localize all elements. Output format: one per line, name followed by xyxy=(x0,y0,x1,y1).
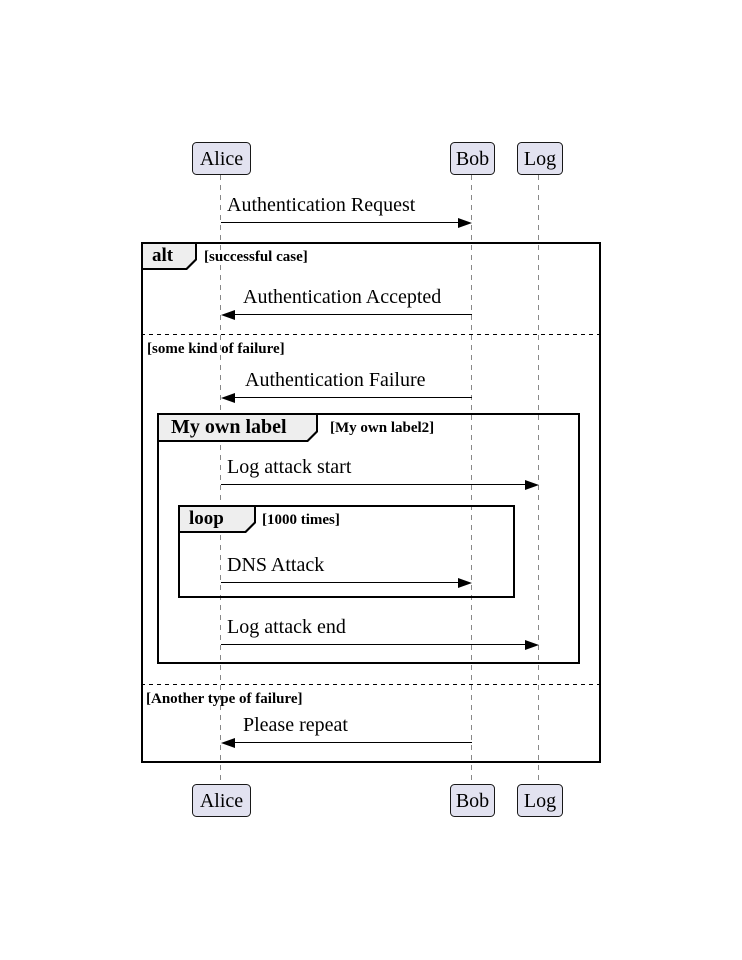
loop-operator-text: loop xyxy=(180,507,254,531)
message-line xyxy=(234,397,472,398)
participant-alice-bottom: Alice xyxy=(192,784,251,817)
participant-log-bottom: Log xyxy=(517,784,563,817)
loop-guard: [1000 times] xyxy=(262,512,340,528)
alt-guard: [successful case] xyxy=(204,249,308,265)
message-line xyxy=(221,644,526,645)
message-line xyxy=(221,222,459,223)
message-text: Authentication Request xyxy=(227,194,416,216)
arrowhead-right xyxy=(458,218,472,228)
lifeline-alice xyxy=(220,175,221,783)
lifeline-bob xyxy=(471,175,472,783)
arrowhead-left xyxy=(221,310,235,320)
arrowhead-right xyxy=(525,480,539,490)
message-line xyxy=(234,314,472,315)
participant-bob-top: Bob xyxy=(450,142,495,175)
arrowhead-right xyxy=(525,640,539,650)
alt-else-guard-2: [Another type of failure] xyxy=(146,691,303,707)
message-text: Please repeat xyxy=(243,714,348,736)
participant-bob-bottom: Bob xyxy=(450,784,495,817)
arrowhead-left xyxy=(221,738,235,748)
alt-frame xyxy=(141,242,601,763)
alt-operator-text: alt xyxy=(143,244,195,268)
loop-operator-label: loop xyxy=(180,507,256,533)
group-frame xyxy=(157,413,580,664)
participant-alice-top: Alice xyxy=(192,142,251,175)
arrowhead-left xyxy=(221,393,235,403)
message-line xyxy=(221,484,526,485)
loop-frame xyxy=(178,505,515,598)
message-text: Log attack end xyxy=(227,616,346,638)
alt-else-guard-1: [some kind of failure] xyxy=(147,341,285,357)
alt-else-divider-1 xyxy=(141,334,601,335)
group-operator-text: My own label xyxy=(159,415,316,440)
message-text: Log attack start xyxy=(227,456,352,478)
message-text: Authentication Accepted xyxy=(243,286,442,308)
arrowhead-right xyxy=(458,578,472,588)
message-text: Authentication Failure xyxy=(245,369,426,391)
group-operator-label: My own label xyxy=(159,415,318,442)
lifeline-log xyxy=(538,175,539,783)
message-line xyxy=(221,582,459,583)
alt-operator-label: alt xyxy=(143,244,197,270)
group-guard: [My own label2] xyxy=(330,420,435,436)
alt-else-divider-2 xyxy=(141,684,601,685)
participant-log-top: Log xyxy=(517,142,563,175)
message-text: DNS Attack xyxy=(227,554,325,576)
message-line xyxy=(234,742,472,743)
